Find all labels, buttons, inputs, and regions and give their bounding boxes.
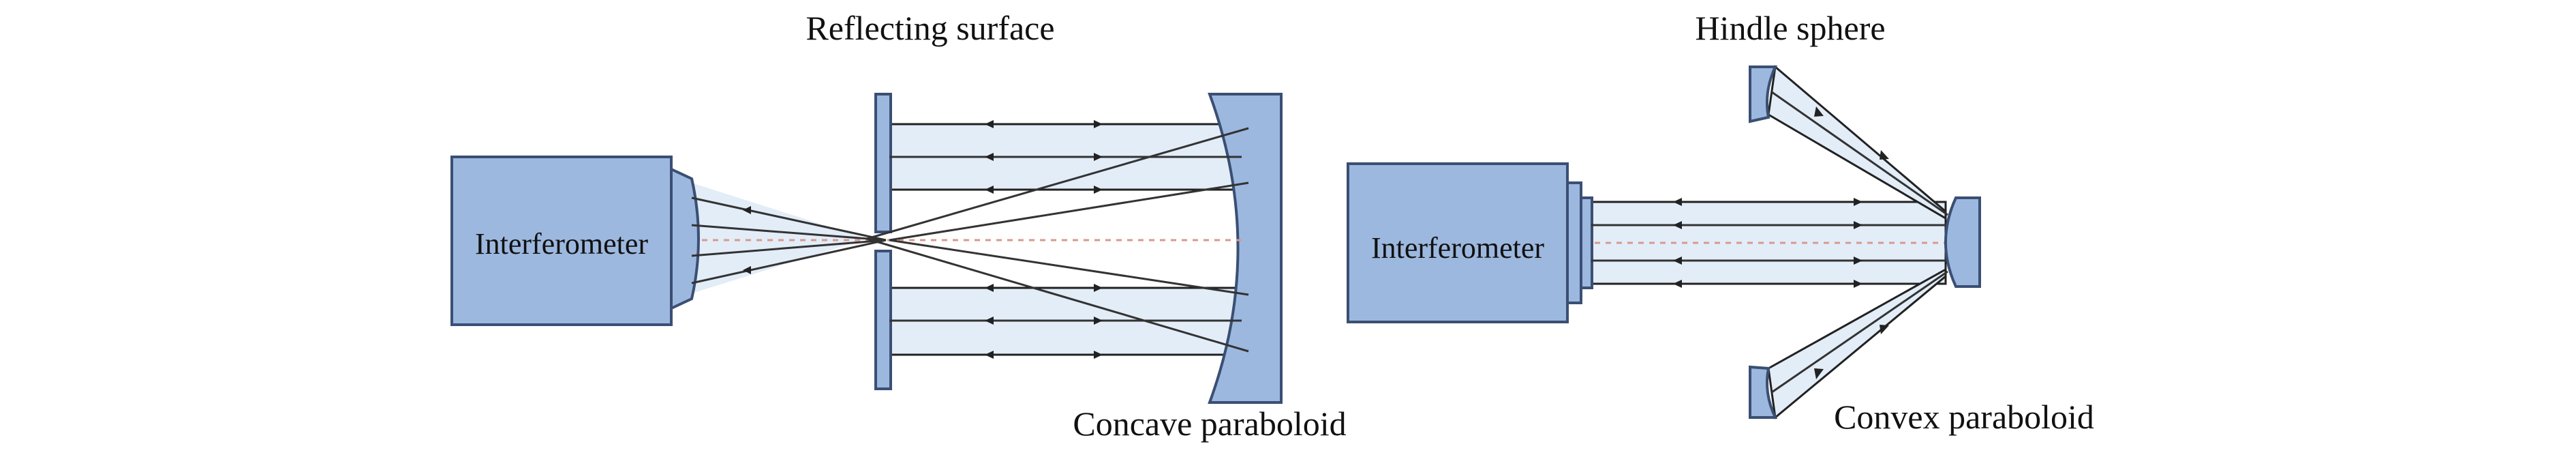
concave-paraboloid-label: Concave paraboloid: [1073, 405, 1346, 443]
right-upper-diverging-beam: [1767, 65, 1947, 220]
left-interferometer-label: Interferometer: [475, 227, 648, 261]
hindle-sphere-label: Hindle sphere: [1695, 9, 1885, 47]
left-arrowheads: [743, 120, 1103, 359]
reflecting-surface-label: Reflecting surface: [806, 9, 1054, 47]
hindle-sphere-upper-segment: [1749, 65, 1778, 123]
right-interferometer-lens-inner: [1580, 196, 1593, 289]
left-interferometer-lens: [670, 166, 700, 311]
hindle-sphere-lower-segment: [1749, 365, 1778, 419]
right-interferometer-label: Interferometer: [1371, 231, 1544, 265]
right-interferometer-lens-outer: [1566, 181, 1582, 304]
convex-paraboloid-mirror: [1944, 196, 1981, 288]
reflecting-surface-lower-plate: [874, 250, 892, 390]
left-focus-rays: [691, 127, 1249, 353]
right-lower-diverging-beam: [1767, 267, 1947, 420]
convex-paraboloid-label: Convex paraboloid: [1834, 398, 2094, 436]
left-converging-beam: [692, 183, 867, 293]
left-collimated-rays: [889, 156, 1242, 322]
right-diverging-rays: [1771, 91, 1948, 394]
right-arrowheads: [1673, 106, 1889, 379]
right-interferometer-box: [1347, 162, 1569, 323]
right-setup: Interferometer: [1347, 9, 2094, 436]
left-setup: Interferometer: [450, 9, 1347, 443]
left-interferometer-box: [450, 156, 673, 326]
right-collimated-rays: [1591, 224, 1946, 262]
reflecting-surface-upper-plate: [874, 93, 892, 233]
concave-paraboloid-mirror: [1208, 93, 1283, 404]
